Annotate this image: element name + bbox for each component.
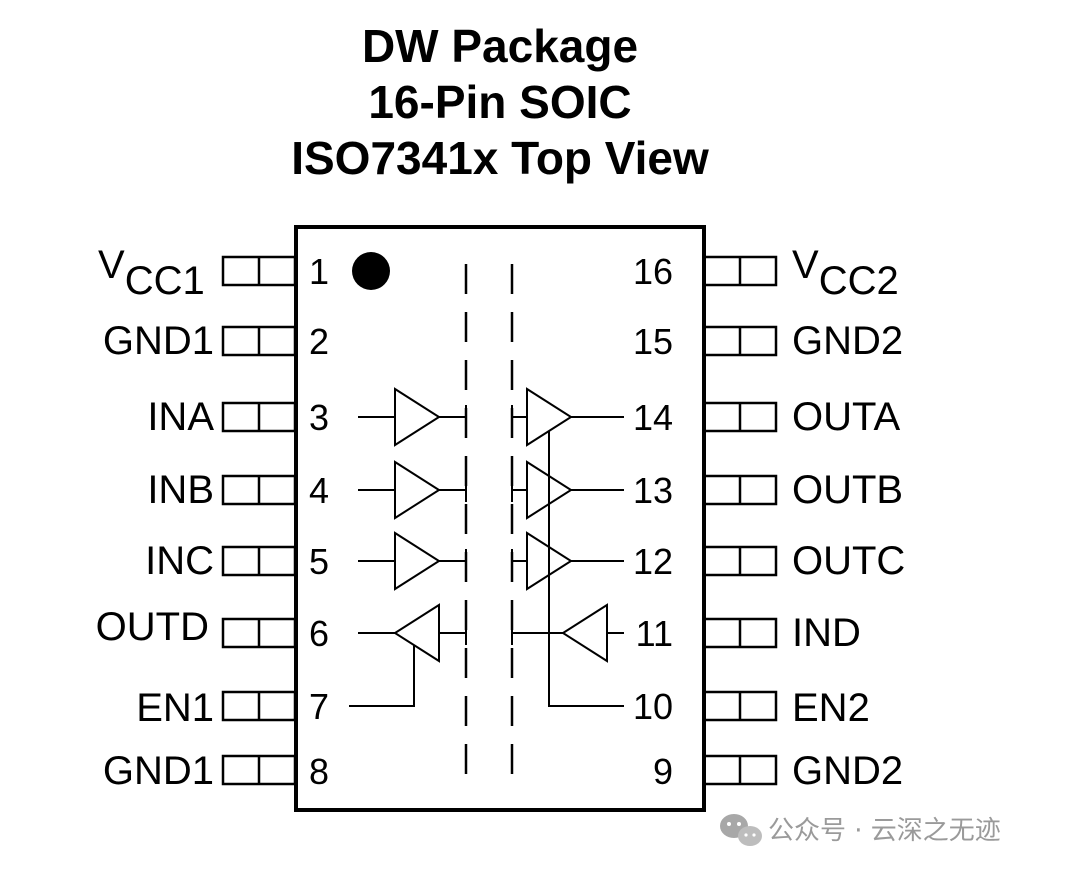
pin-name-en2: EN2 [792,686,870,730]
pin-name-outc: OUTC [792,539,905,583]
channel-a-input-buffer [394,387,441,447]
en2-enable-wire [548,431,624,707]
pin-number-12: 12 [633,541,673,582]
pin1-indicator-dot [352,252,390,290]
left-pin-leads [221,255,297,786]
channel-c-input-buffer [394,531,441,591]
pin-number-4: 4 [309,470,329,511]
channel-d-output-buffer [393,603,440,663]
pin-number-14: 14 [633,397,673,438]
pin-name-outd: OUTD [96,605,209,649]
watermark: 公众号 · 云深之无迹 [720,814,1001,846]
pin-number-8: 8 [309,751,329,792]
pin-name-outb: OUTB [792,468,903,512]
pin-number-5: 5 [309,541,329,582]
pin-number-2: 2 [309,321,329,362]
diagram-title: DW Package 16-Pin SOIC ISO7341x Top View [0,18,1000,186]
pin-number-10: 10 [633,686,673,727]
pin-name-ind: IND [792,611,861,655]
package-body [294,225,706,812]
pin-name-vcc1: VCC1 [98,243,205,303]
pin-name-vcc1-main: V [98,243,125,287]
pin-number-13: 13 [633,470,673,511]
pin-number-16: 16 [633,251,673,292]
pin-number-7: 7 [309,686,329,727]
wechat-icon [720,814,762,846]
pin-name-gnd2-top: GND2 [792,319,903,363]
channel-b [358,460,624,520]
enable-lines [349,431,624,707]
channel-d [358,603,624,663]
pin-name-gnd1-bottom: GND1 [103,749,214,793]
pin-number-6: 6 [309,613,329,654]
channel-a [358,387,624,447]
en1-enable-wire [349,645,415,707]
pin-name-vcc2-main: V [792,243,819,287]
channel-b-input-buffer [394,460,441,520]
pin-name-gnd1-top: GND1 [103,319,214,363]
pin-name-inc: INC [145,539,214,583]
watermark-text: 公众号 · 云深之无迹 [768,816,1001,846]
pin-name-inb: INB [147,468,214,512]
pin-name-vcc2-sub: CC2 [819,259,899,303]
pin-number-11: 11 [636,613,673,654]
pin-number-9: 9 [653,751,673,792]
pin-name-ina: INA [147,395,214,439]
pin-name-en1: EN1 [136,686,214,730]
pin-name-vcc2: VCC2 [792,243,899,303]
title-line-pins: 16-Pin SOIC [368,76,632,128]
pin-number-3: 3 [309,397,329,438]
channel-d-input-buffer [561,603,608,663]
pin-name-gnd2-bottom: GND2 [792,749,903,793]
pin-number-1: 1 [309,251,329,292]
channel-c [358,531,624,591]
title-line-package: DW Package [361,20,639,72]
pin-number-15: 15 [633,321,673,362]
title-line-view: ISO7341x Top View [291,132,709,184]
pin-name-outa: OUTA [792,395,900,439]
right-pin-leads [702,255,778,786]
pin-name-vcc1-sub: CC1 [125,259,205,303]
